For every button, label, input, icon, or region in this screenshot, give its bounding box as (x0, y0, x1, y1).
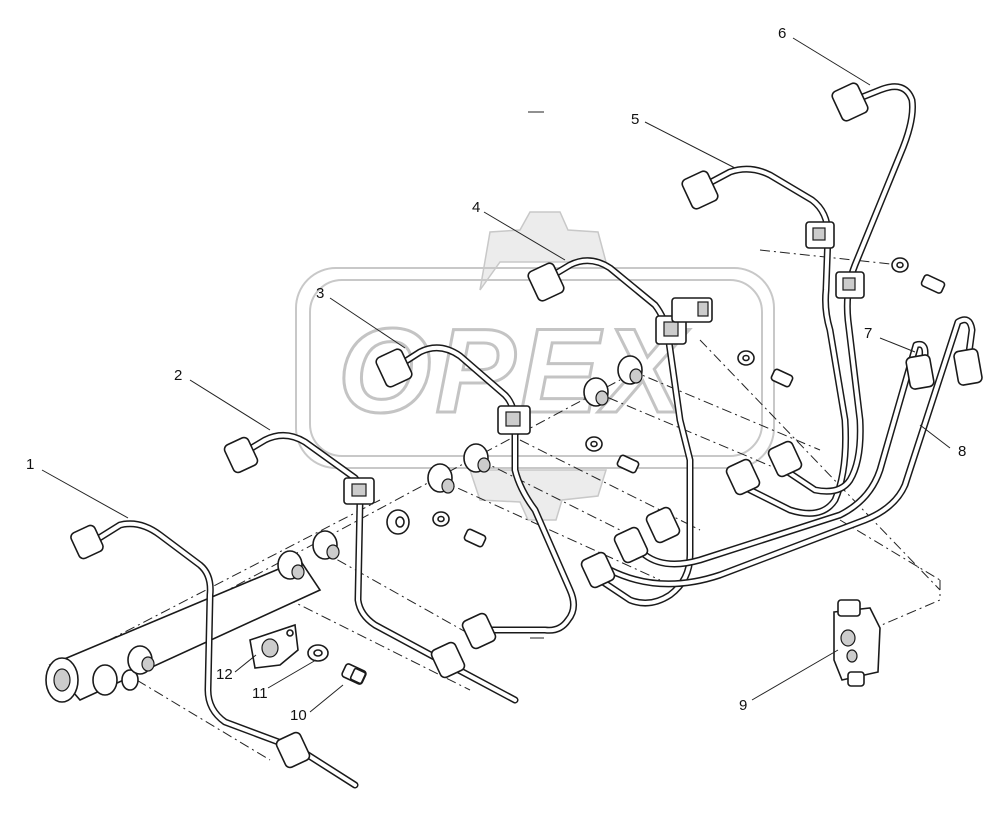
pipe-clamps (343, 221, 865, 505)
callout-9: 9 (739, 697, 747, 714)
nut-8 (953, 348, 983, 386)
nut-3 (375, 348, 413, 388)
nut-bottom-3 (461, 612, 497, 650)
opex-watermark: OPEX (295, 211, 775, 521)
port-3 (312, 530, 340, 560)
pipe-nuts (70, 82, 983, 769)
bolt-b (616, 454, 640, 474)
callout-5: 5 (631, 111, 639, 128)
nut-1 (70, 524, 104, 560)
rail-ports (127, 355, 643, 675)
pipe-1 (84, 520, 359, 789)
bolt-d (920, 274, 946, 294)
pipe-7 (641, 341, 929, 568)
nut-bottom-7 (725, 458, 761, 496)
callout-12: 12 (216, 666, 233, 683)
clamp-d (805, 221, 835, 249)
washer-c (737, 350, 755, 366)
callout-3: 3 (316, 285, 324, 302)
item-10-bolt (341, 663, 367, 685)
bolt-a (463, 528, 487, 548)
washer-e (386, 509, 410, 535)
washers-and-bolts (386, 257, 946, 548)
callout-1: 1 (26, 456, 34, 473)
nut-5 (681, 170, 719, 210)
port-5 (463, 443, 491, 473)
nut-6 (831, 82, 869, 122)
center-marks (528, 111, 544, 639)
pipe-8 (606, 316, 976, 588)
clamp-c (655, 315, 687, 345)
washer-b (585, 436, 603, 452)
port-7 (617, 355, 643, 385)
nut-bottom-1 (275, 731, 311, 769)
port-4 (427, 463, 455, 494)
item-11-washer (307, 644, 329, 662)
callout-6: 6 (778, 25, 786, 42)
callout-2: 2 (174, 367, 182, 384)
nut-2 (223, 436, 259, 474)
pipe-4 (541, 257, 694, 607)
nut-bottom-6 (645, 506, 681, 544)
port-2 (277, 550, 305, 580)
callout-11: 11 (252, 685, 268, 702)
nut-bottom-2 (430, 641, 466, 679)
port-1 (127, 645, 155, 675)
callout-7: 7 (864, 325, 872, 342)
nut-7 (905, 354, 935, 390)
callout-10: 10 (290, 707, 307, 724)
item-9-clip (833, 599, 881, 687)
washer-d (891, 257, 909, 273)
callout-8: 8 (958, 443, 966, 460)
washer-a (432, 511, 450, 527)
connector-top (671, 297, 713, 323)
clamp-e (835, 271, 865, 299)
nut-4 (527, 262, 565, 302)
callouts: 1 2 3 4 5 6 7 8 9 10 11 12 (26, 25, 966, 724)
pipes (84, 83, 976, 789)
nut-bottom-5 (613, 526, 649, 564)
clamp-b (497, 405, 531, 435)
nut-bottom-4 (580, 551, 616, 589)
clamp-a (343, 477, 375, 505)
item-12-bracket (249, 623, 299, 669)
callout-4: 4 (472, 199, 480, 216)
fuel-rail (45, 559, 322, 703)
pipe-5 (696, 165, 850, 517)
bolt-c (770, 368, 794, 388)
port-6 (583, 377, 609, 407)
pipe-3 (391, 344, 577, 634)
leader-lines (41, 37, 951, 713)
nut-bottom-8 (767, 440, 803, 478)
